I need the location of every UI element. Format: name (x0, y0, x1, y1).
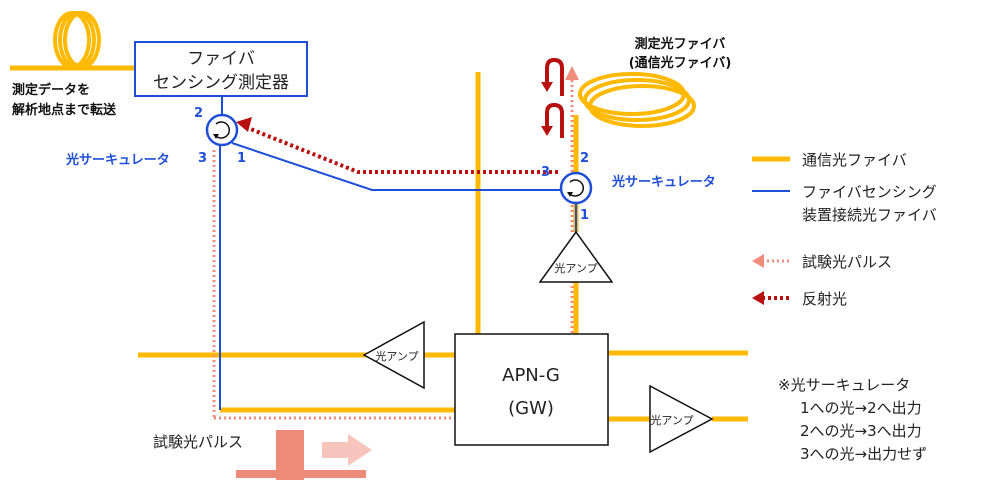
legend-reflected-swatch (752, 291, 792, 305)
device-title-line2: センシング測定器 (153, 73, 289, 93)
note-title: ※光サーキュレータ (778, 376, 910, 394)
transfer-note-line2: 解析地点まで転送 (11, 102, 117, 118)
note-line3: 3への光→出力せず (800, 445, 927, 463)
amp-upward (538, 230, 614, 283)
amp-left (362, 320, 425, 390)
circulator-left-icon (205, 113, 239, 147)
communication-fibers (10, 65, 748, 422)
reflected-u-arrows-icon (545, 57, 564, 138)
gateway-line1: APN-G (502, 365, 560, 386)
amp-right-label: 光アンプ (650, 413, 693, 427)
amp-left-label: 光アンプ (375, 349, 418, 363)
circulator-left-label: 光サーキュレータ (65, 152, 170, 168)
measured-fiber-line1: 測定光ファイバ (635, 36, 726, 52)
gateway-line2: (GW) (508, 398, 554, 419)
test-pulse-arrowhead (565, 66, 579, 80)
transfer-note-line1: 測定データを (12, 82, 90, 98)
test-pulse-motion-arrow-icon (322, 434, 372, 466)
circulator-left-port2: 2 (194, 106, 203, 121)
legend-comm-fiber-label: 通信光ファイバ (802, 151, 907, 169)
legend-test-pulse-swatch (752, 254, 792, 268)
measured-fiber-line2: (通信光ファイバ) (629, 55, 732, 71)
circulator-right-port3: 3 (541, 165, 550, 180)
legend-sensing-label-line1: ファイバセンシング (802, 183, 937, 201)
amp-upward-label: 光アンプ (554, 261, 597, 275)
sensing-fibers (219, 96, 577, 410)
test-pulse-source-base (236, 470, 366, 478)
gateway-box (454, 333, 609, 446)
circulator-left-port1: 1 (237, 151, 246, 166)
circulator-right-port1: 1 (580, 208, 589, 223)
device-title-line1: ファイバ (187, 49, 255, 69)
note-line2: 2への光→3へ出力 (800, 422, 922, 440)
circulator-left-port3: 3 (198, 151, 207, 166)
reflected-u-arrowhead-2 (541, 126, 553, 136)
reflected-path (247, 126, 558, 174)
circulator-right-label: 光サーキュレータ (611, 174, 716, 190)
fiber-coil-right-icon (578, 72, 696, 128)
legend-sensing-label-line2: 装置接続光ファイバ (802, 206, 937, 224)
test-pulse-path (212, 78, 574, 420)
reflected-arrowhead (236, 117, 252, 132)
circulator-right-port2: 2 (580, 151, 589, 166)
fiber-coil-left-icon (53, 11, 101, 69)
reflected-u-arrowhead-1 (541, 82, 553, 92)
amp-right (649, 384, 714, 454)
legend-test-pulse-label: 試験光パルス (802, 253, 892, 271)
test-pulse-source-label: 試験光パルス (153, 433, 243, 451)
legend-reflected-label: 反射光 (802, 290, 847, 308)
fiber-sensing-device (134, 41, 308, 97)
circulator-right-icon (559, 171, 593, 205)
note-line1: 1への光→2へ出力 (800, 399, 922, 417)
